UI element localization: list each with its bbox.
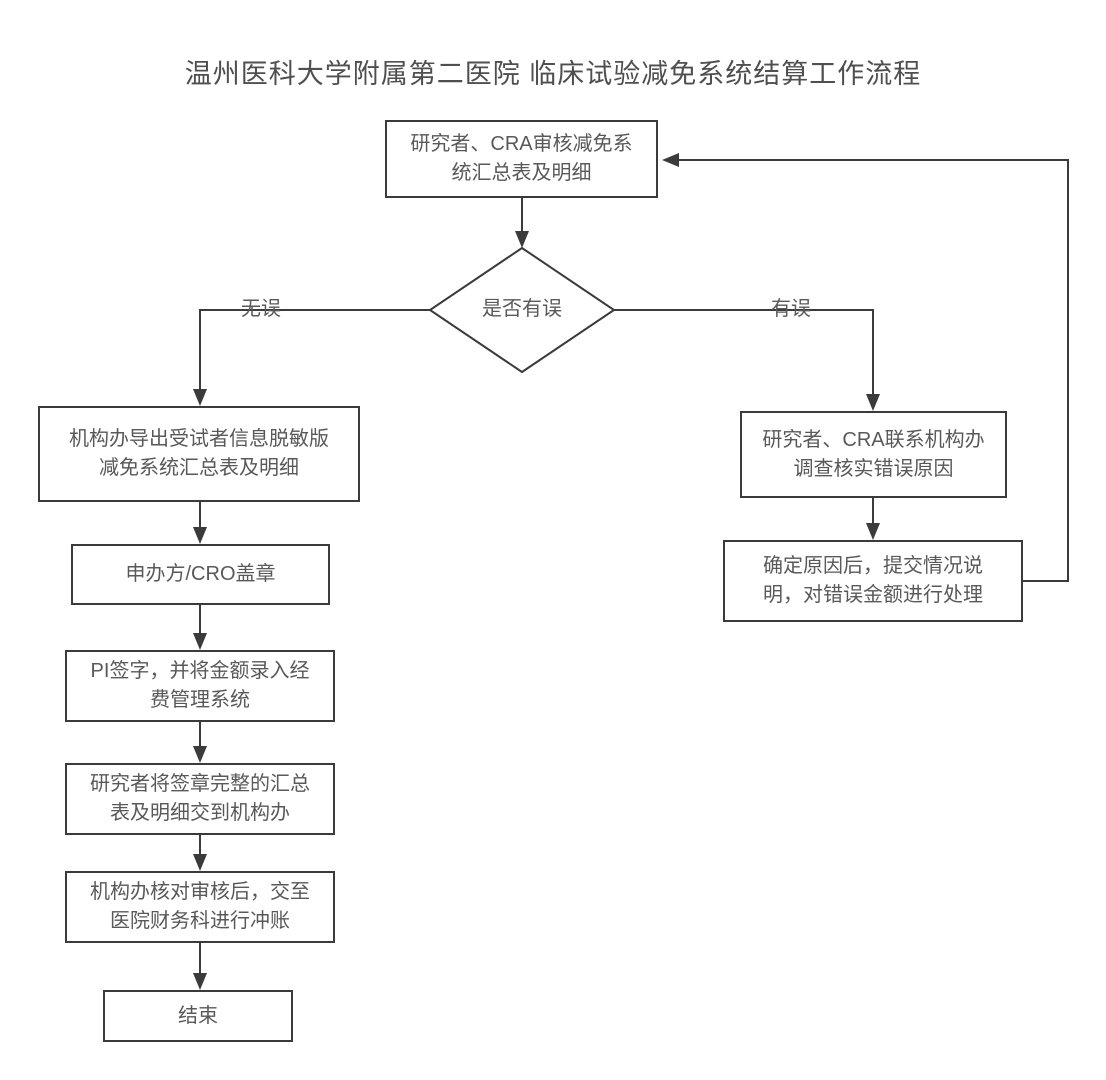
edge-decision-has-error	[614, 309, 874, 397]
node-start-review: 研究者、CRA审核减免系 统汇总表及明细	[385, 120, 658, 198]
node-decision-label: 是否有误	[482, 298, 562, 320]
arrowhead-loopback	[662, 153, 679, 167]
arrowhead-verify	[193, 854, 207, 871]
arrowhead-end	[193, 973, 207, 990]
arrowhead-export	[193, 389, 207, 406]
node-deliver-summary: 研究者将签章完整的汇总 表及明细交到机构办	[65, 763, 335, 835]
node-pi-sign: PI签字，并将金额录入经 费管理系统	[65, 650, 335, 722]
arrowhead-resolve	[866, 523, 880, 540]
arrowhead-contact	[866, 394, 880, 411]
page-title: 温州医科大学附属第二医院 临床试验减免系统结算工作流程	[184, 59, 922, 89]
arrowhead-deliver	[193, 746, 207, 763]
arrowhead-pisign	[193, 633, 207, 650]
edge-label-has-error: 有误	[771, 298, 811, 320]
node-resolve-error: 确定原因后，提交情况说 明，对错误金额进行处理	[723, 540, 1023, 622]
node-contact-office: 研究者、CRA联系机构办 调查核实错误原因	[740, 411, 1007, 498]
node-office-verify: 机构办核对审核后，交至 医院财务科进行冲账	[65, 871, 335, 943]
node-end: 结束	[103, 990, 293, 1042]
node-export-desensitized: 机构办导出受试者信息脱敏版 减免系统汇总表及明细	[38, 406, 360, 502]
edge-label-no-error: 无误	[241, 298, 281, 320]
node-sponsor-stamp: 申办方/CRO盖章	[71, 544, 330, 605]
arrowhead-decision	[515, 231, 529, 248]
edge-decision-no-error	[199, 309, 430, 392]
arrowhead-stamp	[193, 527, 207, 544]
decision-diamond-shape	[428, 246, 616, 374]
edge-resolve-loopback	[678, 159, 1069, 582]
